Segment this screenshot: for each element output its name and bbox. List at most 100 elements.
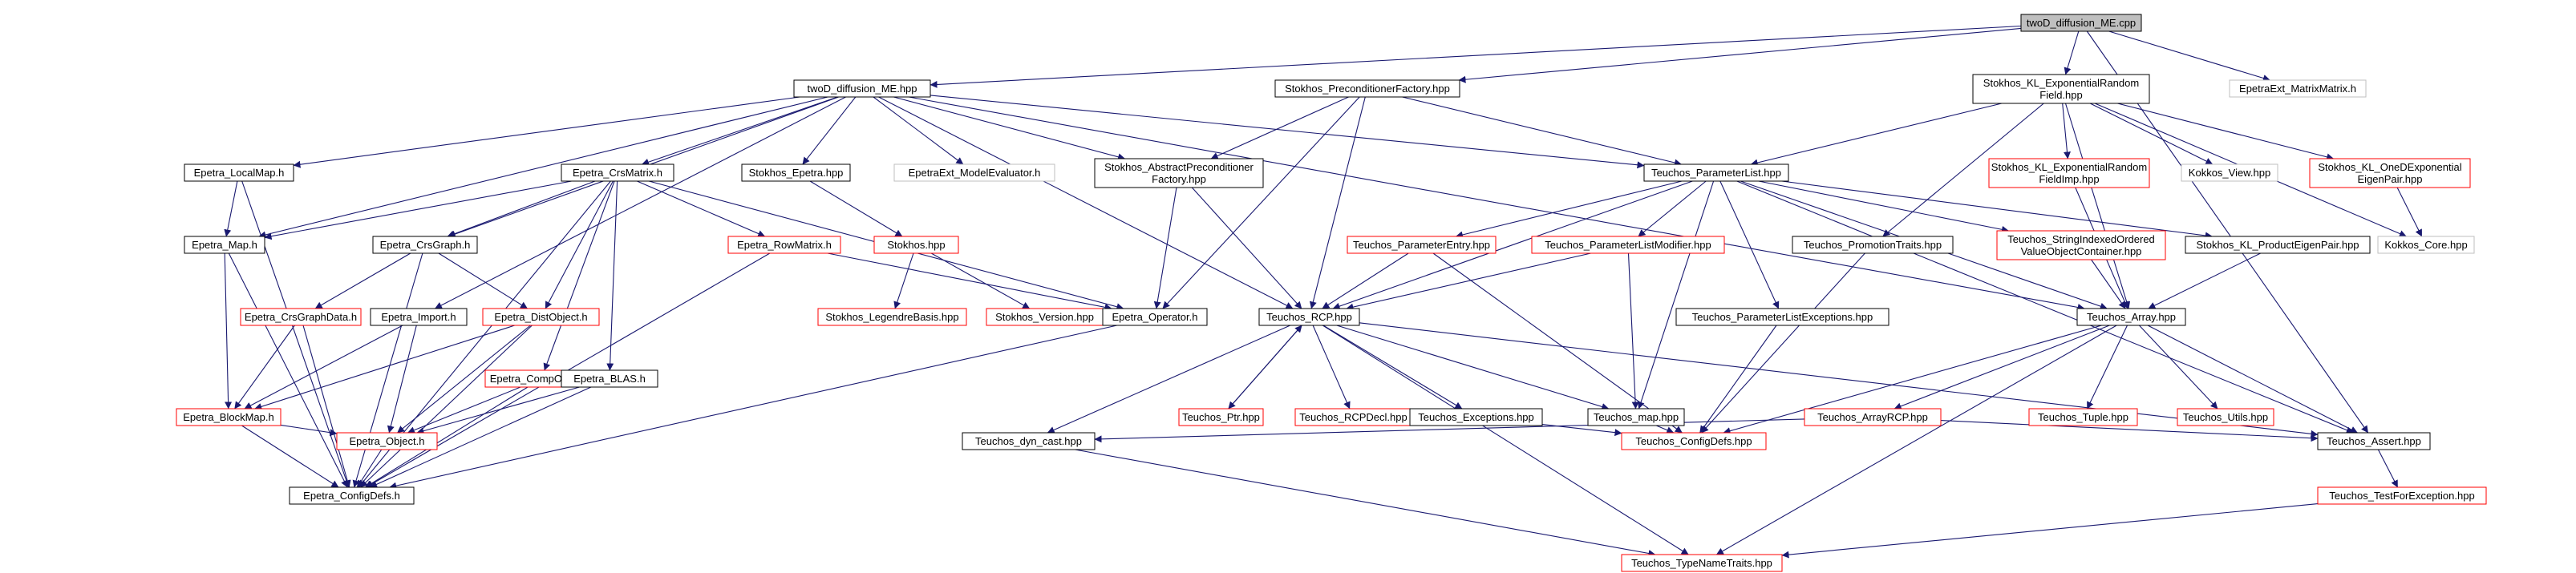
node-epetra-localmap[interactable]: Epetra_LocalMap.h (184, 163, 294, 182)
node-teuchos-promo[interactable]: Teuchos_PromotionTraits.hpp (1792, 236, 1954, 254)
node-root[interactable]: twoD_diffusion_ME.cpp (2020, 14, 2142, 32)
node-label: Epetra_Object.h (350, 435, 425, 447)
node-teuchos-paramlist[interactable]: Teuchos_ParameterList.hpp (1643, 163, 1789, 182)
node-teuchos-plexc[interactable]: Teuchos_ParameterListExceptions.hpp (1675, 308, 1889, 326)
node-teuchos-exceptions[interactable]: Teuchos_Exceptions.hpp (1409, 408, 1543, 426)
node-label: Stokhos_LegendreBasis.hpp (825, 311, 958, 323)
node-epetra-blockmap[interactable]: Epetra_BlockMap.h (176, 408, 281, 426)
node-box (2229, 79, 2367, 98)
edge-stokhos_kl_exp-to-teuchos_array (2064, 103, 2131, 309)
node-teuchos-utils[interactable]: Teuchos_Utils.hpp (2177, 408, 2274, 426)
node-teuchos-configdefs[interactable]: Teuchos_ConfigDefs.hpp (1621, 432, 1767, 450)
node-label: Teuchos_ConfigDefs.hpp (1635, 435, 1752, 447)
node-box (1178, 408, 1264, 426)
node-label: Stokhos_Epetra.hpp (749, 167, 844, 179)
node-epetra-crsmatrix[interactable]: Epetra_CrsMatrix.h (561, 163, 674, 182)
node-stokhos-kl-prod[interactable]: Stokhos_KL_ProductEigenPair.hpp (2185, 236, 2371, 254)
node-stokhos-hpp[interactable]: Stokhos.hpp (873, 236, 959, 254)
node-stokhos-epetra[interactable]: Stokhos_Epetra.hpp (741, 163, 851, 182)
node-label: Teuchos_ArrayRCP.hpp (1817, 411, 1928, 423)
edge-teuchos_paramlist-to-teuchos_map (1637, 180, 1715, 410)
node-label: Epetra_Import.h (381, 311, 456, 323)
node-epetra-import[interactable]: Epetra_Import.h (370, 308, 468, 326)
node-teuchos-testforexc[interactable]: Teuchos_TestForException.hpp (2317, 486, 2487, 505)
node-box (1274, 79, 1460, 98)
edge-twoD_hpp-to-teuchos_array (909, 96, 2085, 311)
node-box (2317, 432, 2431, 450)
node-box (2185, 236, 2371, 254)
edge-teuchos_ptr-to-teuchos_rcp (1228, 325, 1302, 410)
node-teuchos-ptr[interactable]: Teuchos_Ptr.hpp (1178, 408, 1264, 426)
node-box (1258, 308, 1360, 326)
edge-root-to-stokhos_pcf (1458, 27, 2022, 83)
edge-epetra_blas-to-epetra_object (416, 386, 580, 435)
edge-teuchos_map-to-teuchos_configdefs (1655, 425, 1675, 434)
edge-epetra_map-to-epetra_configdefs (228, 252, 348, 488)
node-box (2377, 236, 2475, 254)
node-label: Teuchos_ParameterList.hpp (1651, 167, 1781, 179)
node-box (1643, 163, 1789, 182)
edge-stokhos_pcf-to-teuchos_rcp (1309, 96, 1366, 309)
node-label: Epetra_RowMatrix.h (737, 239, 832, 251)
node-teuchos-tuple[interactable]: Teuchos_Tuple.hpp (2028, 408, 2138, 426)
edge-teuchos_dyncast-to-teuchos_typename (1075, 449, 1656, 557)
node-epetra-rowmatrix[interactable]: Epetra_RowMatrix.h (727, 236, 841, 254)
edge-twoD_hpp-to-teuchos_paramlist (930, 95, 1645, 169)
node-stokhos-legendre[interactable]: Stokhos_LegendreBasis.hpp (817, 308, 967, 326)
node-box (289, 486, 415, 505)
node-box (1675, 308, 1889, 326)
node-teuchos-map[interactable]: Teuchos_map.hpp (1587, 408, 1685, 426)
node-box (741, 163, 851, 182)
node-epetra-operator[interactable]: Epetra_Operator.h (1102, 308, 1208, 326)
node-label: Teuchos_StringIndexedOrdered (2007, 233, 2155, 245)
node-box (793, 79, 931, 98)
node-teuchos-plmod[interactable]: Teuchos_ParameterListModifier.hpp (1531, 236, 1725, 254)
node-box (372, 236, 478, 254)
node-twoD-hpp[interactable]: twoD_diffusion_ME.hpp (793, 79, 931, 98)
node-stokhos-pcf[interactable]: Stokhos_PreconditionerFactory.hpp (1274, 79, 1460, 98)
node-stokhos-version[interactable]: Stokhos_Version.hpp (986, 308, 1104, 326)
node-teuchos-rcp[interactable]: Teuchos_RCP.hpp (1258, 308, 1360, 326)
node-box (2309, 158, 2471, 188)
edge-teuchos_paramentry-to-teuchos_configdefs (1432, 252, 1683, 434)
node-label: Teuchos_ParameterListExceptions.hpp (1692, 311, 1873, 323)
node-label: Teuchos_map.hpp (1594, 411, 1679, 423)
edge-teuchos_array-to-teuchos_tuple (2087, 325, 2128, 410)
node-box (2028, 408, 2138, 426)
node-teuchos-arrayrcp[interactable]: Teuchos_ArrayRCP.hpp (1804, 408, 1942, 426)
node-teuchos-rcpdecl[interactable]: Teuchos_RCPDecl.hpp (1294, 408, 1412, 426)
edge-twoD_hpp-to-epetra_map (258, 96, 828, 239)
edge-root-to-twoD_hpp (930, 25, 2022, 88)
node-epetra-crsgraph[interactable]: Epetra_CrsGraph.h (372, 236, 478, 254)
edge-epetra_crsmatrix-to-epetra_distobject (545, 180, 614, 309)
edge-stokhos_kl_exp-to-teuchos_paramlist (1750, 103, 2003, 167)
node-epetra-crsgraphdata[interactable]: Epetra_CrsGraphData.h (240, 308, 362, 326)
node-epetra-object[interactable]: Epetra_Object.h (336, 432, 438, 450)
node-teuchos-dyncast[interactable]: Teuchos_dyn_cast.hpp (962, 432, 1096, 450)
node-teuchos-typename[interactable]: Teuchos_TypeNameTraits.hpp (1621, 554, 1783, 572)
node-label: Teuchos_dyn_cast.hpp (975, 435, 1082, 447)
node-epetra-distobject[interactable]: Epetra_DistObject.h (482, 308, 600, 326)
edge-epetra_crsgraph-to-epetra_crsgraphdata (314, 252, 411, 309)
node-label: Stokhos_PreconditionerFactory.hpp (1285, 83, 1450, 95)
edge-epetra_rowmatrix-to-epetra_operator (827, 252, 1112, 311)
node-epetra-map[interactable]: Epetra_Map.h (184, 236, 265, 254)
edge-epetra_compobject-to-epetra_object (407, 386, 521, 434)
node-stokhos-abs-pcf[interactable]: Stokhos_AbstractPreconditionerFactory.hp… (1094, 158, 1264, 188)
node-teuchos-sioc[interactable]: Teuchos_StringIndexedOrderedValueObjectC… (1996, 230, 2166, 260)
node-epetra-configdefs[interactable]: Epetra_ConfigDefs.h (289, 486, 415, 505)
node-teuchos-paramentry[interactable]: Teuchos_ParameterEntry.hpp (1347, 236, 1497, 254)
edge-teuchos_plmod-to-teuchos_map (1627, 252, 1639, 410)
node-teuchos-assert[interactable]: Teuchos_Assert.hpp (2317, 432, 2431, 450)
edge-root-to-stokhos_kl_exp (2064, 30, 2080, 75)
node-epetra-blas[interactable]: Epetra_BLAS.h (561, 369, 658, 388)
edge-teuchos_array-to-teuchos_utils (2138, 325, 2218, 410)
node-teuchos-array[interactable]: Teuchos_Array.hpp (2076, 308, 2186, 326)
edge-teuchos_plexc-to-teuchos_configdefs (1699, 325, 1777, 434)
node-label: Epetra_CrsGraphData.h (245, 311, 357, 323)
edge-teuchos_promo-to-teuchos_configdefs (1701, 252, 1865, 434)
